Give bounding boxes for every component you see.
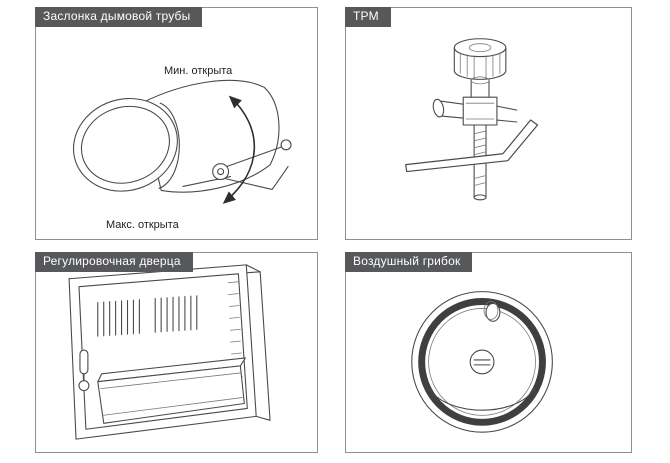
door-figure	[36, 253, 317, 452]
air-cap-flap-arc	[429, 388, 536, 411]
air-cap-top-hole	[483, 301, 501, 322]
trm-knob	[453, 38, 507, 80]
annotation-max-open: Макс. открыта	[106, 219, 179, 231]
trm-fitting	[432, 96, 518, 126]
trm-illustration	[405, 38, 539, 201]
hex-key	[405, 119, 539, 173]
panel-trm-title: ТРМ	[345, 7, 391, 27]
air-cap-illustration	[411, 291, 553, 433]
panel-door-title: Регулировочная дверца	[35, 252, 193, 272]
annotation-min-open: Мин. открыта	[164, 65, 233, 77]
rotation-arrow	[222, 95, 256, 204]
door-vents	[97, 295, 198, 337]
damper-figure: Мин. открыта Макс. открыта	[36, 8, 317, 239]
damper-illustration	[72, 79, 292, 204]
air-cap-figure	[346, 253, 631, 452]
door-flap	[97, 357, 246, 424]
panel-door: Регулировочная дверца	[35, 252, 318, 453]
door-latch	[78, 349, 90, 392]
air-cap-disc	[411, 291, 553, 433]
panel-damper-title: Заслонка дымовой трубы	[35, 7, 203, 27]
panel-air-cap-title: Воздушный грибок	[345, 252, 473, 272]
trm-stem	[470, 76, 490, 98]
damper-opening	[72, 97, 178, 192]
panel-trm: ТРМ	[345, 7, 632, 240]
panel-damper: Заслонка дымовой трубы	[35, 7, 318, 240]
air-cap-hub	[469, 349, 495, 375]
panel-air-cap: Воздушный грибок	[345, 252, 632, 453]
damper-body	[140, 79, 280, 193]
door-illustration	[68, 264, 271, 440]
trm-figure	[346, 8, 631, 239]
